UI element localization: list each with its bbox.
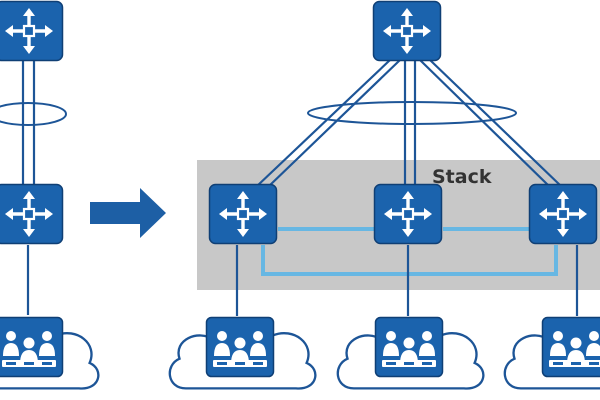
link-aggregation-ring: [307, 101, 517, 125]
stack-label: Stack: [432, 166, 492, 188]
router-icon: [208, 183, 278, 245]
left-uplink-links: [21, 60, 36, 185]
user-group-icon: [0, 316, 64, 378]
left-topology: [0, 0, 100, 390]
left-link-aggregation-ring: [0, 102, 67, 126]
router-icon: [528, 183, 598, 245]
router-icon: [372, 0, 442, 62]
user-group-icon: [205, 316, 275, 378]
stack-links: [261, 227, 558, 276]
uplink-links: [255, 59, 563, 188]
user-group-icon: [541, 316, 600, 378]
user-group-icon: [374, 316, 444, 378]
right-arrow-icon: [90, 188, 166, 238]
right-topology: Stack: [168, 0, 600, 390]
router-icon: [0, 0, 64, 62]
router-icon: [373, 183, 443, 245]
downlink-links: [235, 245, 579, 316]
router-icon: [0, 183, 64, 245]
